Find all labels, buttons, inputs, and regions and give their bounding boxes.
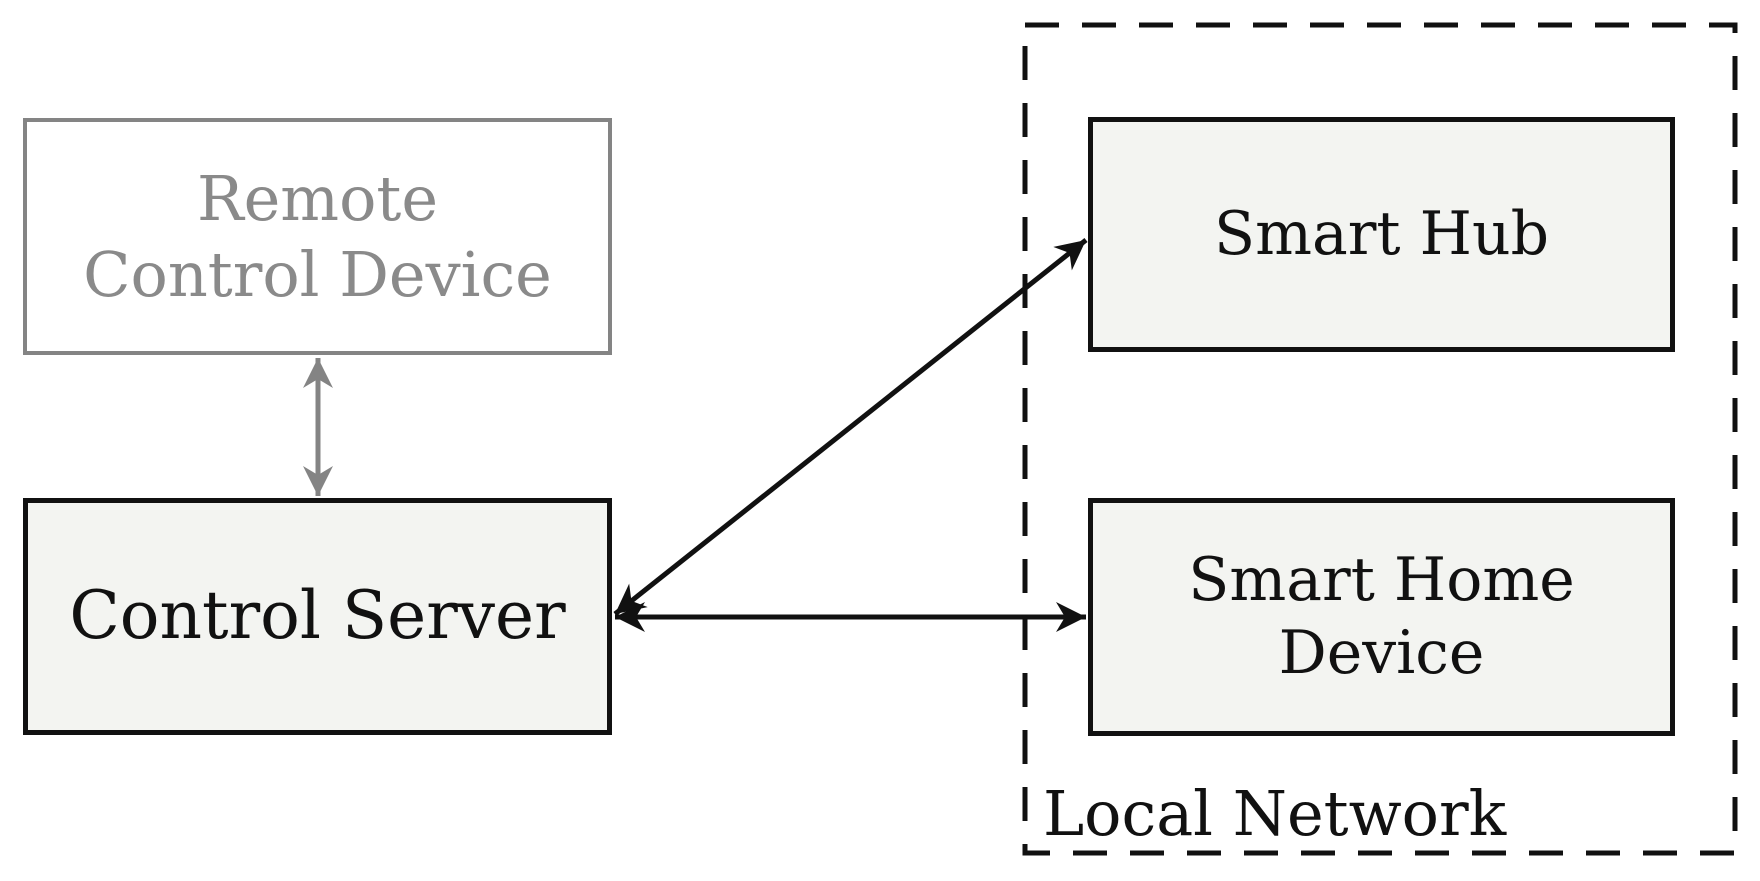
remote-control-device-label-line2: Control Device (83, 237, 552, 311)
node-smart-home-device: Smart Home Device (1088, 498, 1675, 736)
node-control-server: Control Server (23, 498, 612, 735)
local-network-label: Local Network (1043, 777, 1507, 850)
node-remote-control-device: Remote Control Device (23, 118, 612, 355)
remote-control-device-label-line1: Remote (196, 161, 439, 235)
smart-home-device-label-line2: Device (1278, 618, 1485, 688)
arrow-control-server-to-smart-hub (613, 238, 1088, 616)
control-server-label: Control Server (69, 577, 566, 655)
smart-hub-label: Smart Hub (1213, 198, 1549, 269)
node-smart-hub: Smart Hub (1088, 117, 1675, 352)
smart-home-device-label-line1: Smart Home (1188, 544, 1575, 615)
